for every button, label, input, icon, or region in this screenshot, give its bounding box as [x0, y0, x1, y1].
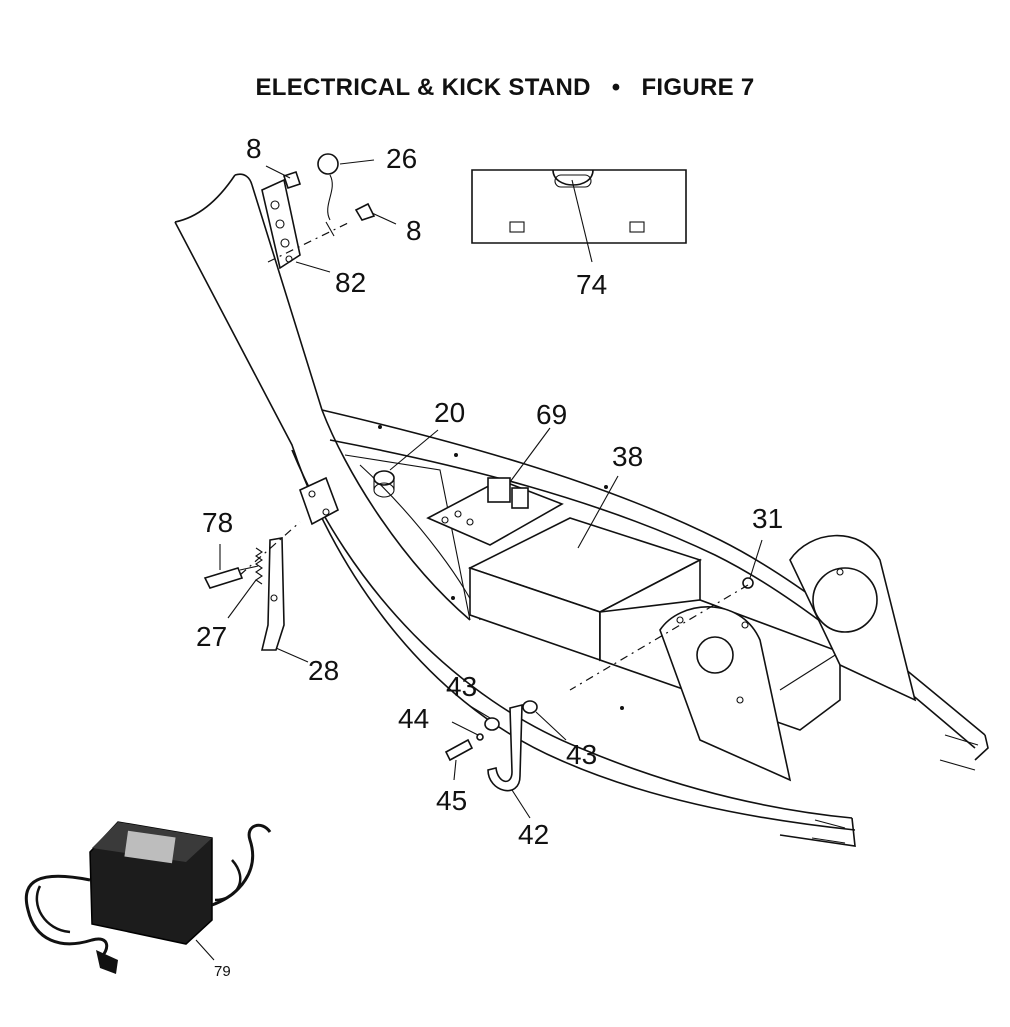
callout-27: 27	[196, 621, 227, 652]
nut-part	[742, 577, 754, 589]
callout-74: 74	[576, 269, 607, 300]
power-adapter	[24, 821, 272, 974]
callout-8-right: 8	[406, 215, 422, 246]
figure-title-right: FIGURE 7	[641, 74, 755, 101]
callout-42: 42	[518, 819, 549, 850]
kickstand-parts	[203, 521, 301, 651]
callout-78: 78	[202, 507, 233, 538]
rear-bracket-plates	[659, 534, 917, 782]
figure-title-left: ELECTRICAL & KICK STAND	[255, 74, 591, 101]
callout-43-right: 43	[566, 739, 597, 770]
callout-79: 79	[214, 963, 231, 980]
callout-82: 82	[335, 267, 366, 298]
battery-box	[467, 517, 841, 731]
callout-26: 26	[386, 143, 417, 174]
switch-bracket-assembly	[261, 153, 376, 270]
callout-43-top: 43	[446, 671, 477, 702]
callout-labels: 8 26 8 82 74 20 69 38 31 78 27 28 43 44 …	[196, 133, 783, 980]
hook-hardware	[444, 700, 538, 792]
callout-31: 31	[752, 503, 783, 534]
leader-lines	[195, 159, 763, 961]
callout-8-left: 8	[246, 133, 262, 164]
callout-44: 44	[398, 703, 429, 734]
callout-69: 69	[536, 399, 567, 430]
callout-20: 20	[434, 397, 465, 428]
bushing-part	[373, 470, 395, 498]
kickstand-mount-plate	[299, 476, 339, 526]
callout-28: 28	[308, 655, 339, 686]
callout-38: 38	[612, 441, 643, 472]
figure-title: ELECTRICAL & KICK STAND • FIGURE 7	[0, 74, 1010, 102]
title-separator: •	[611, 74, 621, 101]
callout-45: 45	[436, 785, 467, 816]
control-board	[426, 477, 564, 546]
